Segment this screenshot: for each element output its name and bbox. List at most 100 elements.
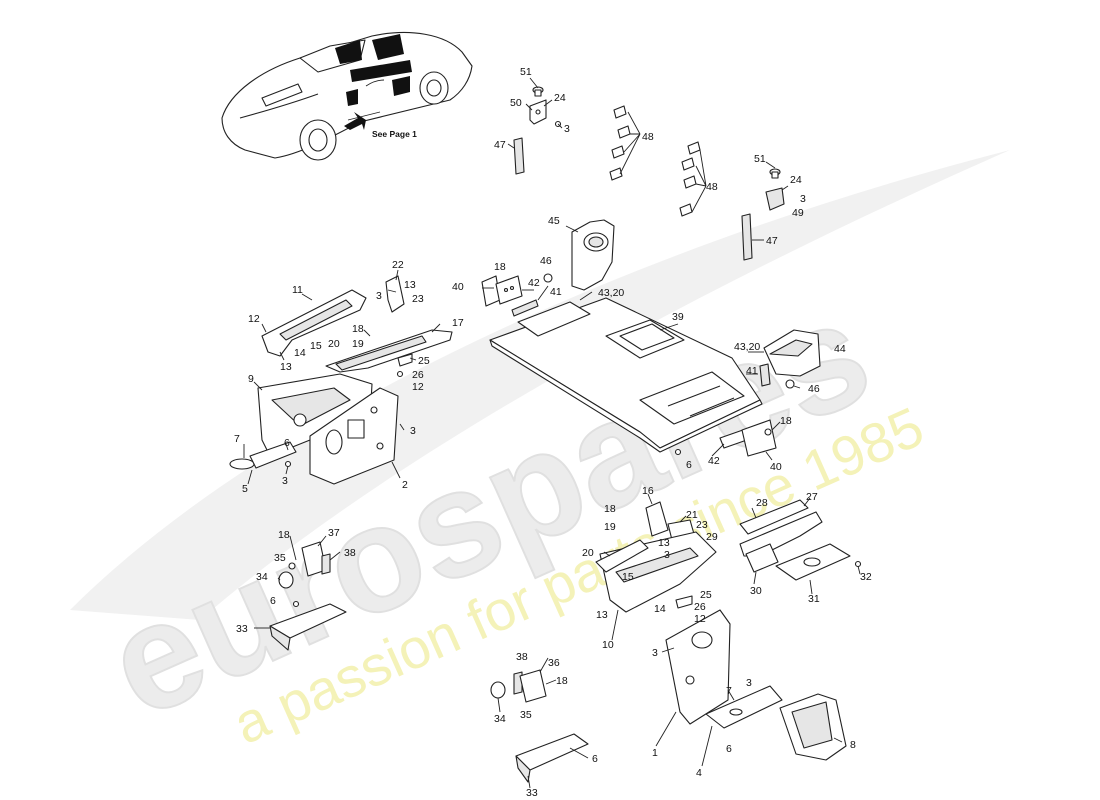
callout-36[interactable]: 36 xyxy=(548,657,560,669)
callout-12[interactable]: 12 xyxy=(248,313,260,325)
callout-3[interactable]: 3 xyxy=(652,647,658,659)
callout-13[interactable]: 13 xyxy=(280,361,292,373)
callout-44[interactable]: 44 xyxy=(834,343,846,355)
car-thumbnail[interactable]: See Page 1 xyxy=(221,31,473,161)
callout-28[interactable]: 28 xyxy=(756,497,768,509)
callout-49[interactable]: 49 xyxy=(792,207,804,219)
part-42a-plate[interactable] xyxy=(495,275,523,305)
callout-30[interactable]: 30 xyxy=(750,585,762,597)
callout-18[interactable]: 18 xyxy=(494,261,506,273)
callout-7[interactable]: 7 xyxy=(726,685,732,697)
callout-3[interactable]: 3 xyxy=(376,290,382,302)
callout-46[interactable]: 46 xyxy=(808,383,820,395)
callout-41[interactable]: 41 xyxy=(746,365,758,377)
callout-37[interactable]: 37 xyxy=(328,527,340,539)
callout-46[interactable]: 46 xyxy=(540,255,552,267)
callout-6[interactable]: 6 xyxy=(270,595,276,607)
callout-31[interactable]: 31 xyxy=(808,593,820,605)
part-31-mat[interactable] xyxy=(775,543,851,581)
callout-3[interactable]: 3 xyxy=(800,193,806,205)
callout-40[interactable]: 40 xyxy=(770,461,782,473)
callout-13[interactable]: 13 xyxy=(404,279,416,291)
callout-18[interactable]: 18 xyxy=(604,503,616,515)
callout-43-20[interactable]: 43,20 xyxy=(734,341,760,353)
part-33b-tray[interactable] xyxy=(515,733,589,783)
callout-5[interactable]: 5 xyxy=(242,483,248,495)
callout-13[interactable]: 13 xyxy=(596,609,608,621)
part-39-floor-panel[interactable] xyxy=(489,297,763,453)
part-46a-fastener[interactable] xyxy=(543,273,553,283)
callout-3[interactable]: 3 xyxy=(282,475,288,487)
callout-11[interactable]: 11 xyxy=(292,284,303,296)
callout-48[interactable]: 48 xyxy=(706,181,718,193)
callout-19[interactable]: 19 xyxy=(352,338,364,350)
callout-41[interactable]: 41 xyxy=(550,286,562,298)
part-48-pads-a[interactable] xyxy=(609,105,631,181)
callout-25[interactable]: 25 xyxy=(700,589,712,601)
callout-40[interactable]: 40 xyxy=(452,281,464,293)
callout-1[interactable]: 1 xyxy=(652,747,658,759)
callout-15[interactable]: 15 xyxy=(310,340,322,352)
part-7a-plug[interactable] xyxy=(229,458,255,470)
callout-22[interactable]: 22 xyxy=(392,259,404,271)
callout-4[interactable]: 4 xyxy=(696,767,702,779)
callout-33[interactable]: 33 xyxy=(526,787,538,799)
part-35a-clip[interactable] xyxy=(288,562,296,570)
callout-32[interactable]: 32 xyxy=(860,571,872,583)
part-40b-bracket[interactable] xyxy=(741,419,777,457)
callout-8[interactable]: 8 xyxy=(850,739,856,751)
callout-35[interactable]: 35 xyxy=(520,709,532,721)
part-34a-cap[interactable] xyxy=(278,571,294,589)
callout-33[interactable]: 33 xyxy=(236,623,248,635)
callout-47[interactable]: 47 xyxy=(494,139,506,151)
callout-47[interactable]: 47 xyxy=(766,235,778,247)
callout-24[interactable]: 24 xyxy=(554,92,566,104)
callout-29[interactable]: 29 xyxy=(706,531,718,543)
callout-48[interactable]: 48 xyxy=(642,131,654,143)
part-16-bracket[interactable] xyxy=(645,501,669,537)
part-32-screw[interactable] xyxy=(854,560,862,568)
callout-42[interactable]: 42 xyxy=(528,277,540,289)
callout-18[interactable]: 18 xyxy=(278,529,290,541)
callout-50[interactable]: 50 xyxy=(510,97,522,109)
callout-34[interactable]: 34 xyxy=(494,713,506,725)
callout-3[interactable]: 3 xyxy=(410,425,416,437)
callout-20[interactable]: 20 xyxy=(328,338,340,350)
part-45-duct[interactable] xyxy=(571,219,615,291)
callout-21[interactable]: 21 xyxy=(686,509,698,521)
callout-35[interactable]: 35 xyxy=(274,552,286,564)
part-8-cover[interactable] xyxy=(779,693,847,761)
callout-19[interactable]: 19 xyxy=(604,521,616,533)
callout-16[interactable]: 16 xyxy=(642,485,654,497)
callout-7[interactable]: 7 xyxy=(234,433,240,445)
callout-25[interactable]: 25 xyxy=(418,355,430,367)
part-20b-rail[interactable] xyxy=(595,539,649,573)
callout-6[interactable]: 6 xyxy=(592,753,598,765)
callout-23[interactable]: 23 xyxy=(412,293,424,305)
part-46b-fastener[interactable] xyxy=(785,379,795,389)
part-44-duct[interactable] xyxy=(763,329,821,377)
callout-3[interactable]: 3 xyxy=(746,677,752,689)
part-1-panel[interactable] xyxy=(665,609,731,725)
callout-51[interactable]: 51 xyxy=(520,66,532,78)
callout-18[interactable]: 18 xyxy=(352,323,364,335)
callout-6[interactable]: 6 xyxy=(686,459,692,471)
callout-6[interactable]: 6 xyxy=(726,743,732,755)
part-34b-cap[interactable] xyxy=(490,681,506,699)
callout-3[interactable]: 3 xyxy=(564,123,570,135)
callout-34[interactable]: 34 xyxy=(256,571,268,583)
callout-12[interactable]: 12 xyxy=(412,381,424,393)
part-47-strip[interactable] xyxy=(513,137,525,175)
callout-24[interactable]: 24 xyxy=(790,174,802,186)
callout-6[interactable]: 6 xyxy=(284,437,290,449)
part-3e-screw[interactable] xyxy=(284,460,292,468)
part-49-bracket[interactable] xyxy=(765,187,785,211)
callout-9[interactable]: 9 xyxy=(248,373,254,385)
part-27-trim[interactable] xyxy=(739,511,823,557)
part-38a-strip[interactable] xyxy=(321,553,331,575)
part-5-sill[interactable] xyxy=(249,441,297,469)
see-page-link[interactable]: See Page 1 xyxy=(372,129,417,139)
part-26-clip[interactable] xyxy=(396,370,404,378)
part-28-trim[interactable] xyxy=(739,499,809,535)
part-51-clip[interactable] xyxy=(532,86,544,97)
